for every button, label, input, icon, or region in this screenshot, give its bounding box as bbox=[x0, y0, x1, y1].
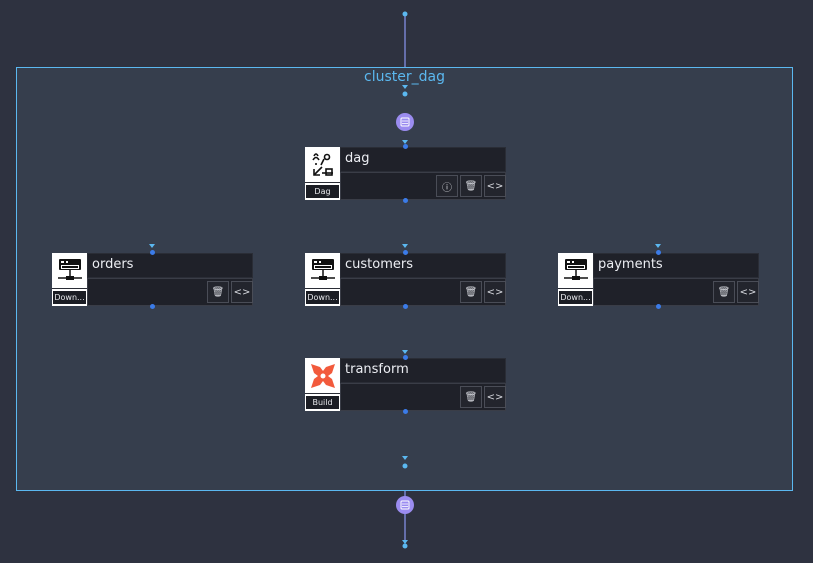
delete-button[interactable]: 🗑 bbox=[460, 281, 482, 303]
node-title: orders bbox=[92, 257, 134, 272]
cluster-label: cluster_dag bbox=[364, 69, 445, 85]
code-button[interactable]: <> bbox=[484, 175, 506, 197]
node-type-badge: Down... bbox=[558, 288, 593, 306]
node-customers[interactable]: Down... customers 🗑 <> bbox=[305, 253, 506, 306]
code-button[interactable]: <> bbox=[484, 386, 506, 408]
dag-icon bbox=[305, 147, 340, 182]
node-header: orders bbox=[87, 253, 253, 278]
transform-input-port[interactable] bbox=[403, 355, 408, 360]
node-title: payments bbox=[598, 257, 663, 272]
dag-output-port[interactable] bbox=[403, 198, 408, 203]
orders-output-port[interactable] bbox=[150, 304, 155, 309]
node-dag[interactable]: Dag dag ⓘ 🗑 <> bbox=[305, 147, 506, 200]
transform-output-port[interactable] bbox=[403, 409, 408, 414]
http-download-icon bbox=[52, 253, 87, 288]
http-download-icon bbox=[305, 253, 340, 288]
node-header: customers bbox=[340, 253, 506, 278]
node-type-badge: Down... bbox=[52, 288, 87, 306]
code-button[interactable]: <> bbox=[484, 281, 506, 303]
node-body: 🗑 <> bbox=[340, 278, 506, 306]
customers-input-port[interactable] bbox=[403, 250, 408, 255]
node-title: customers bbox=[345, 257, 413, 272]
node-title: dag bbox=[345, 151, 370, 166]
node-header: dag bbox=[340, 147, 506, 172]
node-header: transform bbox=[340, 358, 506, 383]
delete-button[interactable]: 🗑 bbox=[460, 175, 482, 197]
node-body: ⓘ 🗑 <> bbox=[340, 172, 506, 200]
payments-input-port[interactable] bbox=[656, 250, 661, 255]
delete-button[interactable]: 🗑 bbox=[713, 281, 735, 303]
node-payments[interactable]: Down... payments 🗑 <> bbox=[558, 253, 759, 306]
code-button[interactable]: <> bbox=[231, 281, 253, 303]
node-type-badge: Dag bbox=[305, 182, 340, 200]
delete-button[interactable]: 🗑 bbox=[460, 386, 482, 408]
node-type-badge: Build bbox=[305, 393, 340, 411]
node-body: 🗑 <> bbox=[87, 278, 253, 306]
node-orders[interactable]: Down... orders 🗑 <> bbox=[52, 253, 253, 306]
payments-output-port[interactable] bbox=[656, 304, 661, 309]
node-type-badge: Down... bbox=[305, 288, 340, 306]
orders-input-port[interactable] bbox=[150, 250, 155, 255]
dag-input-port[interactable] bbox=[403, 144, 408, 149]
dbt-icon bbox=[305, 358, 340, 393]
delete-button[interactable]: 🗑 bbox=[207, 281, 229, 303]
node-body: 🗑 <> bbox=[340, 383, 506, 411]
node-title: transform bbox=[345, 362, 409, 377]
http-download-icon bbox=[558, 253, 593, 288]
node-body: 🗑 <> bbox=[593, 278, 759, 306]
customers-output-port[interactable] bbox=[403, 304, 408, 309]
node-transform[interactable]: Build transform 🗑 <> bbox=[305, 358, 506, 411]
code-button[interactable]: <> bbox=[737, 281, 759, 303]
info-button[interactable]: ⓘ bbox=[436, 175, 458, 197]
node-header: payments bbox=[593, 253, 759, 278]
